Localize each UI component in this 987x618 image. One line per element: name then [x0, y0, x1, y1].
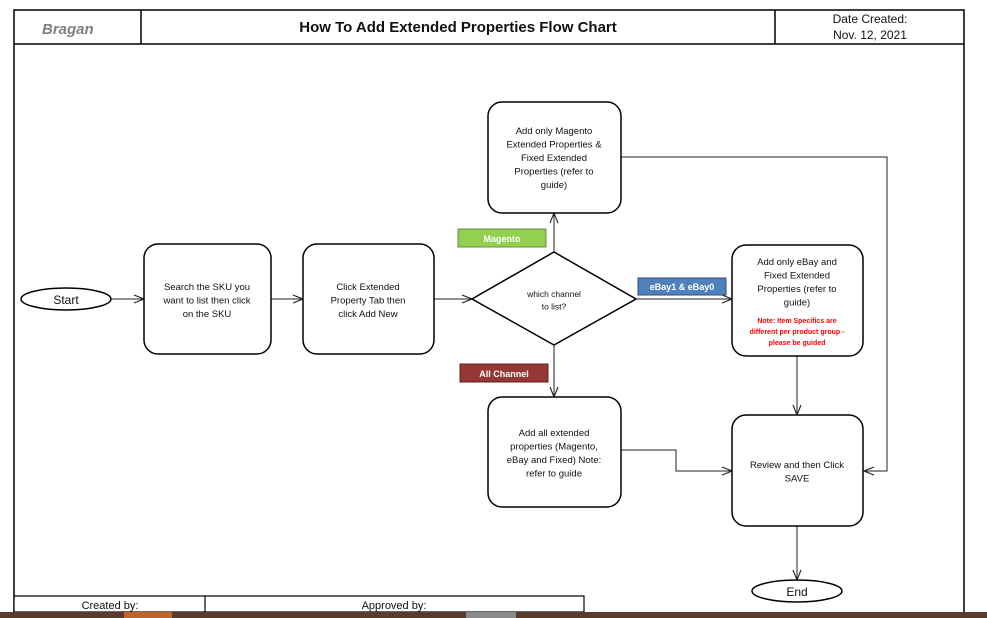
node-texts: Start Search the SKU you want to list then… — [53, 126, 845, 599]
magento-properties-text-line: Properties (refer to — [514, 167, 593, 178]
all-properties-box — [487, 396, 622, 508]
channel-decision-text: which channel to list? — [526, 289, 581, 312]
all-properties-text-line: eBay and Fixed) Note: — [507, 455, 602, 466]
footer: Created by: Approved by: — [13, 595, 585, 613]
start-node — [20, 287, 112, 311]
magento-properties-box — [487, 101, 622, 214]
end-node — [751, 579, 843, 603]
header: Bragan How To Add Extended Properties Fl… — [13, 9, 965, 45]
connectors — [111, 156, 888, 580]
review-save-text-line: Review and then Click — [750, 460, 844, 471]
all-properties-text-line: Add all extended — [519, 428, 590, 439]
ebay-properties-text-line: Fixed Extended — [764, 271, 830, 282]
magento-properties-text-line: Fixed Extended — [521, 153, 587, 164]
review-save-text-line: SAVE — [785, 474, 810, 485]
search-sku-text-line: want to list then click — [162, 296, 250, 307]
all-channel-tag — [459, 363, 549, 383]
search-sku-text: Search the SKU you want to list then clic… — [162, 282, 250, 320]
ebay-note-text-line: please be guided — [769, 340, 826, 347]
start-label: Start — [53, 293, 79, 307]
arrow-magento-to-review — [621, 156, 888, 471]
channel-decision-diamond — [470, 251, 638, 346]
channel-decision-text-line: which channel — [526, 289, 581, 299]
channel-tags: Magento eBay1 & eBay0 All Channel — [457, 228, 727, 383]
search-sku-text-line: on the SKU — [183, 309, 232, 320]
channel-decision-text-line: to list? — [542, 302, 567, 312]
magento-properties-text-line: guide) — [541, 180, 567, 191]
magento-properties-text-line: Extended Properties & — [506, 140, 602, 151]
click-extended-tab-box — [302, 243, 435, 355]
magento-tag-label: Magento — [484, 234, 522, 244]
date-created-value: Nov. 12, 2021 — [833, 28, 907, 42]
ebay-tag — [637, 277, 727, 296]
created-by-label: Created by: — [82, 600, 139, 612]
company-logo: Bragan — [42, 21, 94, 38]
magento-properties-text-line: Add only Magento — [516, 126, 593, 137]
ebay-note-text-line: Note: Item Specifics are — [757, 318, 836, 325]
all-properties-text-line: refer to guide — [526, 469, 582, 480]
chart-frame — [13, 44, 965, 612]
ebay-properties-text-line: guide) — [784, 298, 810, 309]
click-extended-tab-text-line: click Add New — [338, 309, 397, 320]
all-properties-text: Add all extended properties (Magento, eBay… — [507, 428, 602, 480]
click-extended-tab-text-line: Property Tab then — [331, 296, 406, 307]
end-label: End — [786, 585, 807, 599]
bottom-taskbar-strip — [0, 612, 987, 618]
all-properties-text-line: properties (Magento, — [510, 442, 598, 453]
magento-tag — [457, 228, 547, 248]
all-channel-tag-label: All Channel — [479, 369, 529, 379]
ebay-properties-text-line: Properties (refer to — [757, 284, 836, 295]
approved-by-label: Approved by: — [362, 600, 427, 612]
end-label-line: End — [786, 585, 807, 599]
ebay-properties-text-line: Add only eBay and — [757, 257, 837, 268]
arrow-all-to-review — [621, 449, 732, 471]
review-save-box — [731, 414, 864, 527]
page-title: How To Add Extended Properties Flow Char… — [299, 19, 617, 36]
search-sku-text-line: Search the SKU you — [164, 282, 250, 293]
ebay-note-text-line: different per product group - — [750, 329, 846, 336]
ebay-properties-box — [731, 244, 864, 357]
start-label-line: Start — [53, 293, 79, 307]
click-extended-tab-text-line: Click Extended — [336, 282, 399, 293]
date-created-label: Date Created: — [833, 12, 908, 26]
ebay-tag-label: eBay1 & eBay0 — [650, 282, 715, 292]
search-sku-box — [143, 243, 272, 355]
ebay-note-text: Note: Item Specifics are different per pr… — [750, 318, 846, 347]
